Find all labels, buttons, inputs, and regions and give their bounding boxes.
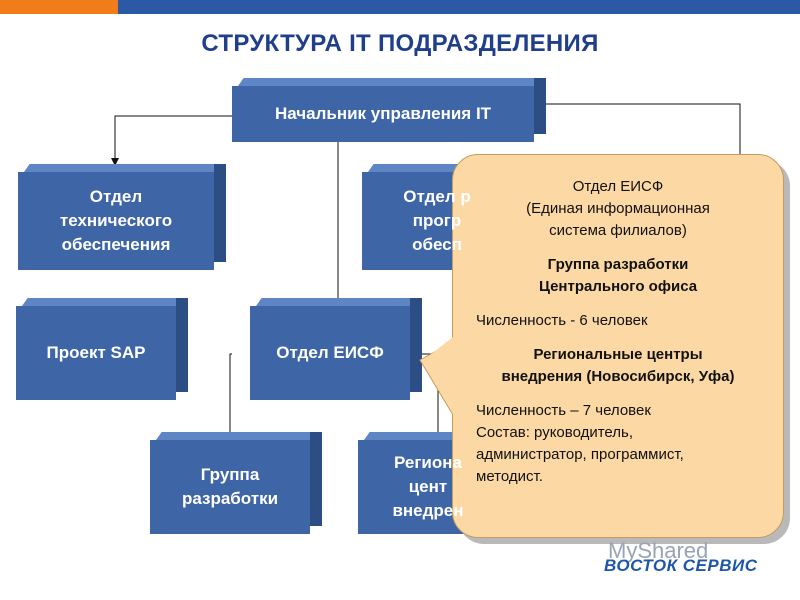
connector-eisf-group (229, 353, 232, 436)
arrowhead-tech (111, 158, 119, 166)
callout-line: (Единая информационная (526, 200, 710, 217)
tech-support-dept-label: Отдел технического обеспечения (59, 187, 173, 254)
header-accent-orange (0, 0, 118, 14)
head-of-it-label: Начальник управления IT (274, 104, 492, 123)
callout-line: внедрения (Новосибирск, Уфа) (501, 368, 735, 385)
dev-group-box: Группа разработки (150, 432, 322, 534)
regional-centers-label: Региона цент внедрен (392, 453, 464, 520)
callout-line: система филиалов) (549, 222, 687, 239)
callout-line: Численность – 7 человек (476, 402, 651, 419)
callout-line: Группа разработки (547, 256, 689, 273)
dev-group-label: Группа разработки (181, 465, 279, 508)
page-title: СТРУКТУРА IT ПОДРАЗДЕЛЕНИЯ (201, 30, 599, 57)
callout-line: Центрального офиса (538, 278, 698, 295)
callout-line: Региональные центры (533, 346, 703, 363)
callout-line: методист. (476, 468, 543, 485)
eisf-dept-box: Отдел ЕИСФ (250, 298, 422, 400)
connector-head-right (546, 103, 741, 160)
callout-line: Отдел ЕИСФ (572, 178, 664, 195)
watermark-text: MyShared (608, 538, 709, 563)
callout-balloon (452, 154, 784, 538)
callout-line: Численность - 6 человек (476, 312, 648, 329)
sap-project-label: Проект SAP (46, 343, 146, 362)
header-accent-blue (118, 0, 800, 14)
callout-line: Состав: руководитель, (476, 424, 633, 441)
tech-support-dept-box: Отдел технического обеспечения (18, 164, 226, 270)
sap-project-box: Проект SAP (16, 298, 188, 400)
callout-line: администратор, программист, (476, 446, 684, 463)
company-logo: ВОСТОК СЕРВИС (604, 556, 758, 575)
callout-text: Отдел ЕИСФ (Единая информационная систем… (452, 176, 784, 488)
software-dept-label: Отдел р прогр обесп (403, 187, 471, 254)
eisf-dept-label: Отдел ЕИСФ (276, 343, 384, 362)
connector-head-tech (114, 115, 232, 162)
head-of-it-box: Начальник управления IT (232, 78, 546, 142)
